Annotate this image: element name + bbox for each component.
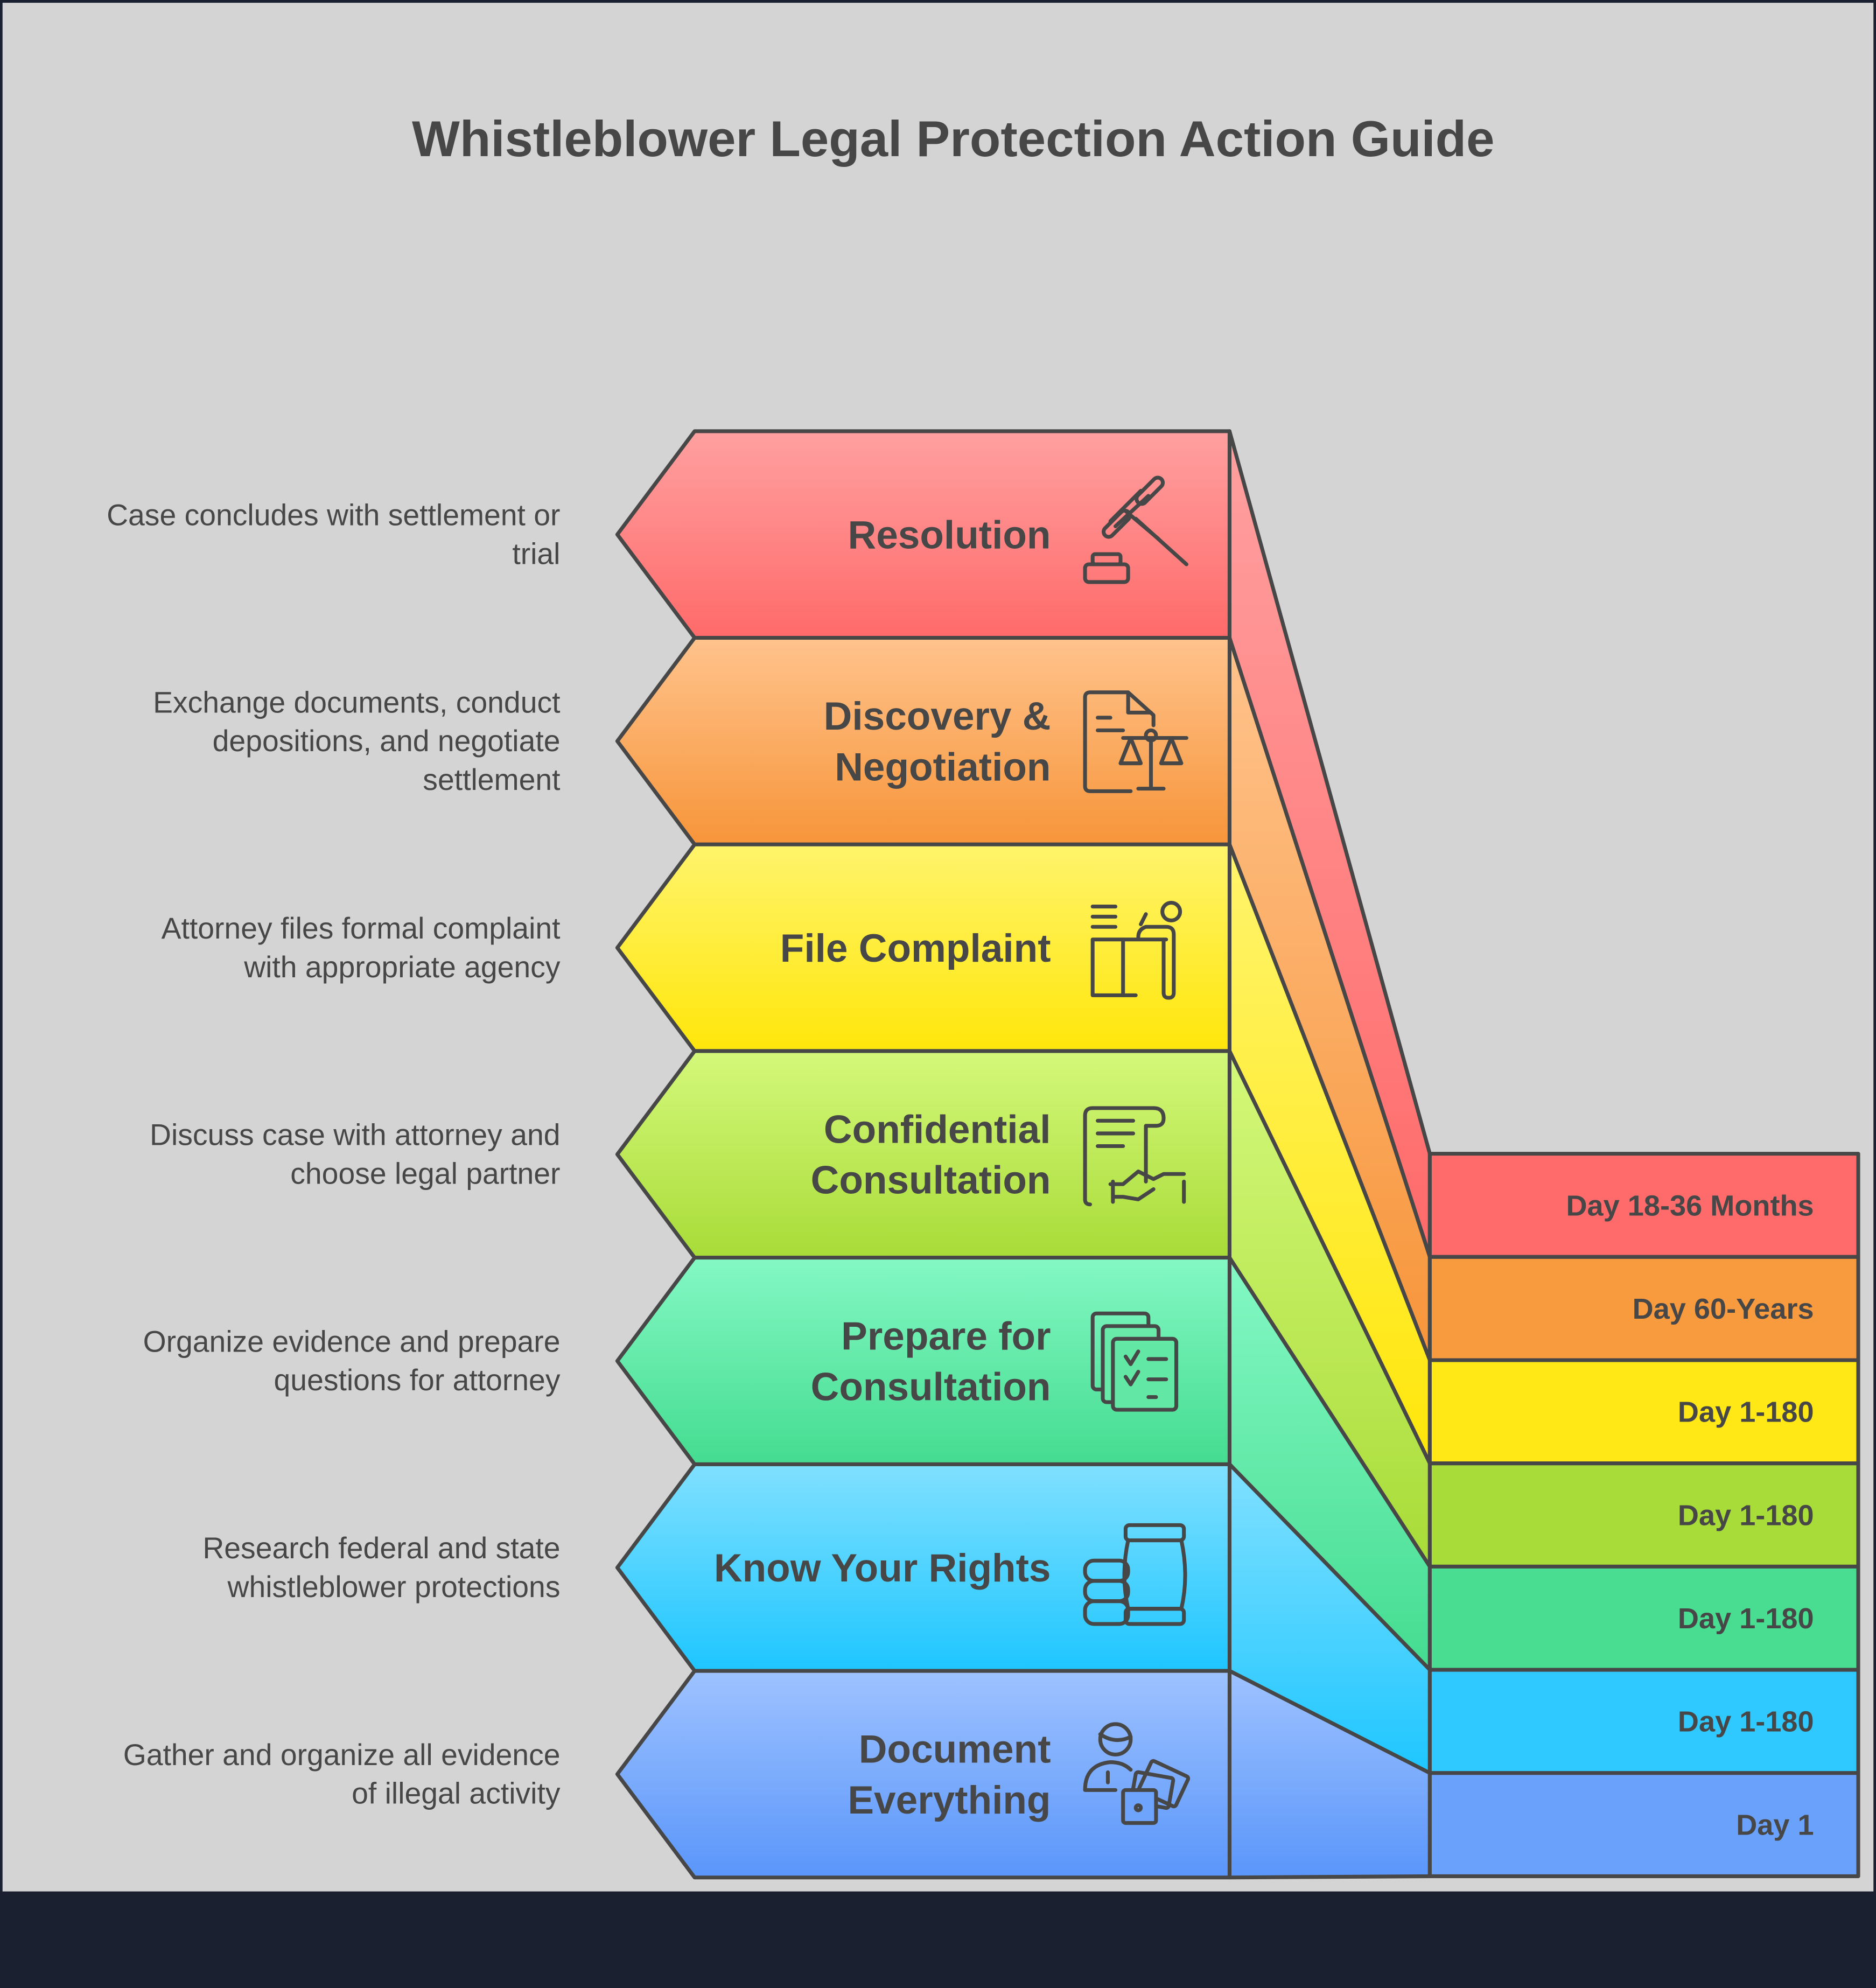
timeframe-box: Day 60-Years xyxy=(1427,1255,1860,1362)
timeframe-box: Day 1 xyxy=(1427,1771,1860,1878)
timeframe-box: Day 18-36 Months xyxy=(1427,1152,1860,1259)
timeframe-box: Day 1-180 xyxy=(1427,1358,1860,1466)
step-description: Organize evidence and prepare xyxy=(143,1325,561,1358)
step-arrow-shape xyxy=(615,1049,1231,1260)
step-arrows: Resolution Case concludes with settlement… xyxy=(107,429,1231,1880)
timeframe-box-shape xyxy=(1427,1255,1860,1362)
side-faces xyxy=(1227,429,1432,1880)
step-label: Everything xyxy=(848,1779,1051,1822)
step-description: depositions, and negotiate xyxy=(213,724,561,758)
step-label: File Complaint xyxy=(780,927,1051,970)
step-description: whistleblower protections xyxy=(227,1570,561,1604)
contract-handshake-icon xyxy=(1083,1106,1186,1207)
timeframe-box-shape xyxy=(1427,1668,1860,1775)
step-arrow: Discovery & Negotiation xyxy=(615,635,1231,846)
checklist-stack-icon xyxy=(1090,1311,1179,1412)
step-arrow: Know Your Rights xyxy=(615,1462,1231,1673)
timeframe-label: Day 1-180 xyxy=(1678,1499,1814,1531)
step-description: settlement xyxy=(423,763,560,796)
step-arrow: File Complaint xyxy=(615,842,1231,1053)
step-description: questions for attorney xyxy=(274,1363,561,1397)
timeframe-box: Day 1-180 xyxy=(1427,1461,1860,1569)
step-label: Know Your Rights xyxy=(714,1546,1051,1590)
step-description: of illegal activity xyxy=(352,1777,561,1810)
diagram-title: Whistleblower Legal Protection Action Gu… xyxy=(412,110,1495,167)
step-arrow: Resolution xyxy=(615,429,1231,640)
books-icon xyxy=(1083,1523,1187,1626)
gavel-icon xyxy=(1083,475,1188,584)
timeframe-box-shape xyxy=(1427,1771,1860,1878)
step-label: Discovery & xyxy=(824,695,1051,738)
step-label: Prepare for xyxy=(841,1314,1051,1358)
step-label: Resolution xyxy=(848,514,1051,557)
timeframe-label: Day 60-Years xyxy=(1633,1293,1814,1325)
step-label: Consultation xyxy=(811,1365,1051,1409)
step-description: Gather and organize all evidence xyxy=(123,1738,561,1772)
timeframe-label: Day 1-180 xyxy=(1678,1706,1814,1738)
step-label: Confidential xyxy=(824,1108,1051,1152)
person-at-desk-icon xyxy=(1090,900,1182,1000)
timeframe-box-shape xyxy=(1427,1152,1860,1259)
timeframe-label: Day 1 xyxy=(1736,1809,1814,1841)
timeframe-label: Day 1-180 xyxy=(1678,1602,1814,1635)
step-label: Document xyxy=(859,1728,1051,1772)
step-description: Case concludes with settlement or xyxy=(107,499,560,532)
step-description: trial xyxy=(512,537,560,570)
step-description: Attorney files formal complaint xyxy=(162,912,561,945)
step-arrow-shape xyxy=(615,635,1231,846)
timeframe-box-shape xyxy=(1427,1564,1860,1672)
step-description: with appropriate agency xyxy=(243,950,561,984)
timeframe-box: Day 1-180 xyxy=(1427,1668,1860,1775)
step-label: Consultation xyxy=(811,1159,1051,1202)
person-documents-icon xyxy=(1083,1722,1191,1825)
step-label: Negotiation xyxy=(835,745,1051,789)
timeframe-box-shape xyxy=(1427,1358,1860,1466)
step-description: choose legal partner xyxy=(290,1157,560,1191)
document-scales-icon xyxy=(1083,690,1188,793)
step-description: Exchange documents, conduct xyxy=(153,685,560,719)
step-description: Research federal and state xyxy=(202,1531,560,1565)
step-arrow-shape xyxy=(615,1669,1231,1880)
timeframe-label: Day 1-180 xyxy=(1678,1396,1814,1429)
timeframe-label: Day 18-36 Months xyxy=(1566,1189,1814,1222)
step-description: Discuss case with attorney and xyxy=(150,1118,560,1152)
timeframe-box: Day 1-180 xyxy=(1427,1564,1860,1672)
